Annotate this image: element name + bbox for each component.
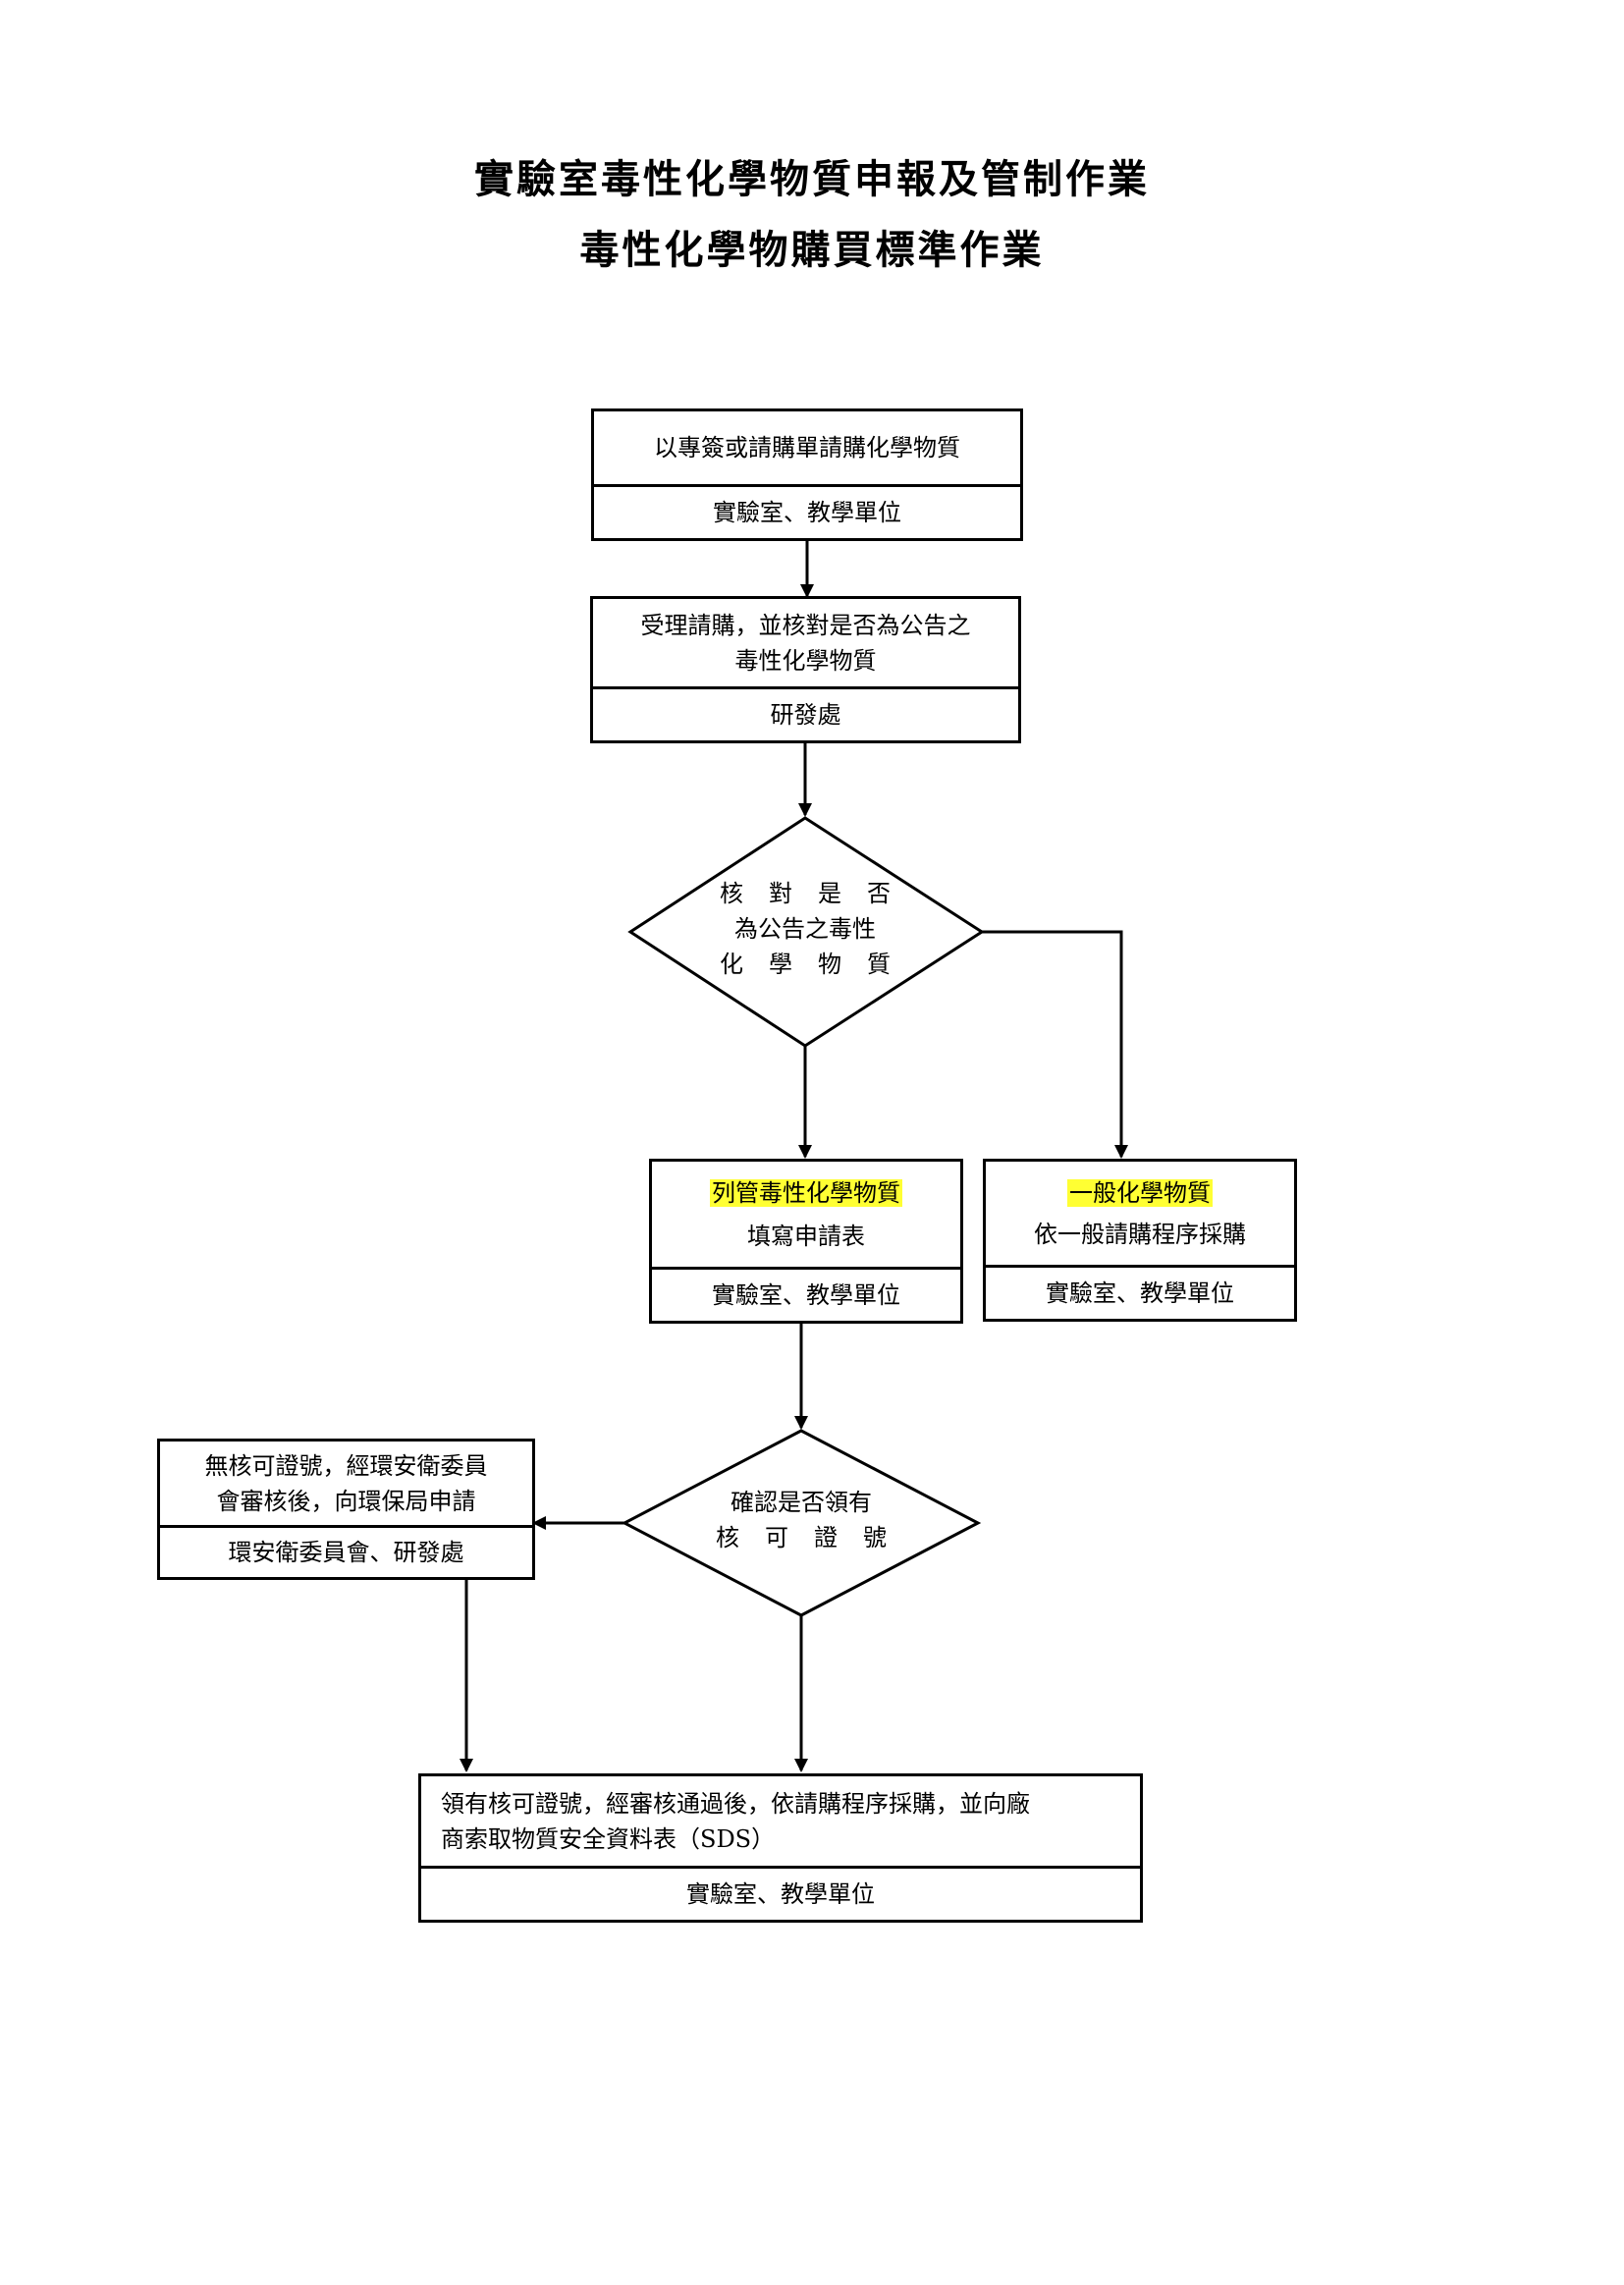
decision-permit-line1: 確認是否領有 xyxy=(731,1489,872,1516)
review-unit: 研發處 xyxy=(770,701,841,729)
review-box: 受理請購，並核對是否為公告之 毒性化學物質 研發處 xyxy=(590,596,1021,743)
arrow-decision-to-general xyxy=(982,930,1128,1159)
no-permit-text-line2: 會審核後，向環保局申請 xyxy=(216,1487,476,1515)
decision-permit-line2: 核可證號 xyxy=(716,1524,912,1551)
decision-toxic-line3: 化學物質 xyxy=(720,951,916,978)
decision-toxic-line2: 為公告之毒性 xyxy=(734,915,876,943)
final-purchase-box: 領有核可證號，經審核通過後，依請購程序採購，並向廠 商索取物質安全資料表（SDS… xyxy=(418,1773,1143,1923)
general-chemical-unit: 實驗室、教學單位 xyxy=(1046,1279,1234,1307)
page-title: 實驗室毒性化學物質申報及管制作業 xyxy=(474,156,1150,202)
general-chemical-text: 依一般請購程序採購 xyxy=(1034,1220,1246,1248)
listed-toxic-unit: 實驗室、教學單位 xyxy=(712,1281,900,1309)
listed-toxic-highlight: 列管毒性化學物質 xyxy=(710,1178,902,1207)
request-box: 以專簽或請購單請購化學物質 實驗室、教學單位 xyxy=(591,408,1023,541)
review-text-line2: 毒性化學物質 xyxy=(734,646,877,675)
review-text-line1: 受理請購，並核對是否為公告之 xyxy=(640,611,971,639)
general-chemical-highlight: 一般化學物質 xyxy=(1067,1178,1213,1207)
request-unit: 實驗室、教學單位 xyxy=(713,499,901,526)
page-subtitle: 毒性化學物購買標準作業 xyxy=(579,227,1045,273)
general-chemical-box: 一般化學物質 依一般請購程序採購 實驗室、教學單位 xyxy=(983,1159,1297,1322)
decision-permit-label: 確認是否領有 核可證號 xyxy=(683,1485,919,1555)
listed-toxic-box: 列管毒性化學物質 填寫申請表 實驗室、教學單位 xyxy=(649,1159,963,1324)
listed-toxic-text: 填寫申請表 xyxy=(747,1222,865,1250)
final-text-line1: 領有核可證號，經審核通過後，依請購程序採購，並向廠 xyxy=(441,1789,1030,1818)
final-unit: 實驗室、教學單位 xyxy=(686,1880,875,1908)
final-text-line2: 商索取物質安全資料表（SDS） xyxy=(441,1824,776,1853)
decision-toxic-label: 核對是否 為公告之毒性 化學物質 xyxy=(677,876,933,982)
no-permit-box: 無核可證號，經環安衛委員 會審核後，向環保局申請 環安衛委員會、研發處 xyxy=(157,1439,535,1580)
decision-toxic-line1: 核對是否 xyxy=(720,880,916,907)
request-text: 以專簽或請購單請購化學物質 xyxy=(594,411,1020,487)
no-permit-text-line1: 無核可證號，經環安衛委員 xyxy=(204,1451,488,1480)
no-permit-unit: 環安衛委員會、研發處 xyxy=(228,1539,464,1566)
